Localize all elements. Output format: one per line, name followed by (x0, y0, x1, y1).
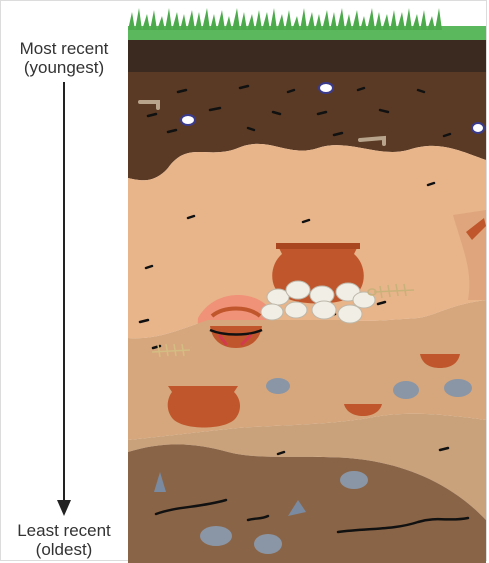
time-arrow (0, 0, 128, 563)
least-recent-text: Least recent (0, 521, 128, 540)
middle-pot (168, 386, 240, 428)
grass (128, 8, 486, 42)
topsoil-layer (128, 40, 486, 76)
soil-stratigraphy-diagram (128, 0, 486, 563)
time-axis: Most recent (youngest) Least recent (old… (0, 0, 128, 563)
least-recent-label: Least recent (oldest) (0, 521, 128, 559)
oldest-text: (oldest) (0, 540, 128, 559)
